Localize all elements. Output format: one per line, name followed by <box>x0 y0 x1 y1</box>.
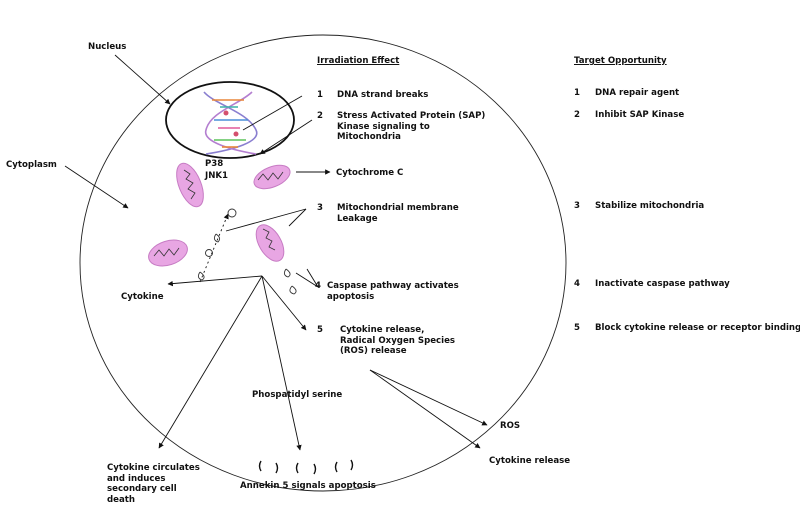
effect-number: 2 <box>317 111 323 121</box>
effect-text: Cytokine release, Radical Oxygen Species… <box>340 325 456 357</box>
mitochondrion-icon <box>148 239 188 267</box>
label-phospatidyl-serine: Phospatidyl serine <box>252 390 343 400</box>
label-cytokine-release: Cytokine release <box>489 456 571 466</box>
effect-text: Caspase pathway activates apoptosis <box>327 281 459 302</box>
target-text: Stabilize mitochondria <box>595 201 705 211</box>
effect-number: 3 <box>317 203 323 213</box>
mitochondrion-icon <box>176 162 204 208</box>
label-nucleus: Nucleus <box>88 42 127 52</box>
dna-helix-icon <box>203 91 258 155</box>
cell-membrane <box>79 34 567 492</box>
effect-number: 4 <box>315 281 321 291</box>
cytokine-particle-icon <box>197 208 297 295</box>
target-text: Inhibit SAP Kinase <box>595 110 685 120</box>
leader-lines <box>64 54 488 451</box>
effect-number: 1 <box>317 90 323 100</box>
label-cytokine: Cytokine <box>121 292 164 302</box>
label-p38: P38 <box>205 159 224 169</box>
label-cytochrome-c: Cytochrome C <box>336 168 404 178</box>
target-number: 3 <box>574 201 580 211</box>
label-jnk1: JNK1 <box>205 171 229 181</box>
effect-text: DNA strand breaks <box>337 90 429 100</box>
target-text: Inactivate caspase pathway <box>595 279 730 289</box>
target-number: 1 <box>574 88 580 98</box>
label-ros: ROS <box>500 421 521 431</box>
mitochondrion-icon <box>253 164 291 190</box>
header-target-opportunity: Target Opportunity <box>574 56 667 66</box>
label-annekin: Annekin 5 signals apoptosis <box>240 481 376 491</box>
label-cytokine-circulates: Cytokine circulates and induces secondar… <box>107 463 200 506</box>
target-text: DNA repair agent <box>595 88 680 98</box>
target-number: 4 <box>574 279 580 289</box>
target-text: Block cytokine release or receptor bindi… <box>595 323 800 333</box>
effect-text: Mitochondrial membrane Leakage <box>337 203 459 224</box>
header-irradiation-effect: Irradiation Effect <box>317 56 400 66</box>
mitochondrion-icon <box>255 224 285 262</box>
effect-text: Stress Activated Protein (SAP) Kinase si… <box>337 111 486 143</box>
label-cytoplasm: Cytoplasm <box>6 160 57 170</box>
effect-number: 5 <box>317 325 323 335</box>
target-number: 5 <box>574 323 580 333</box>
target-number: 2 <box>574 110 580 120</box>
annexin-marks <box>258 459 354 475</box>
cytokine-movement-arrow <box>199 213 229 283</box>
